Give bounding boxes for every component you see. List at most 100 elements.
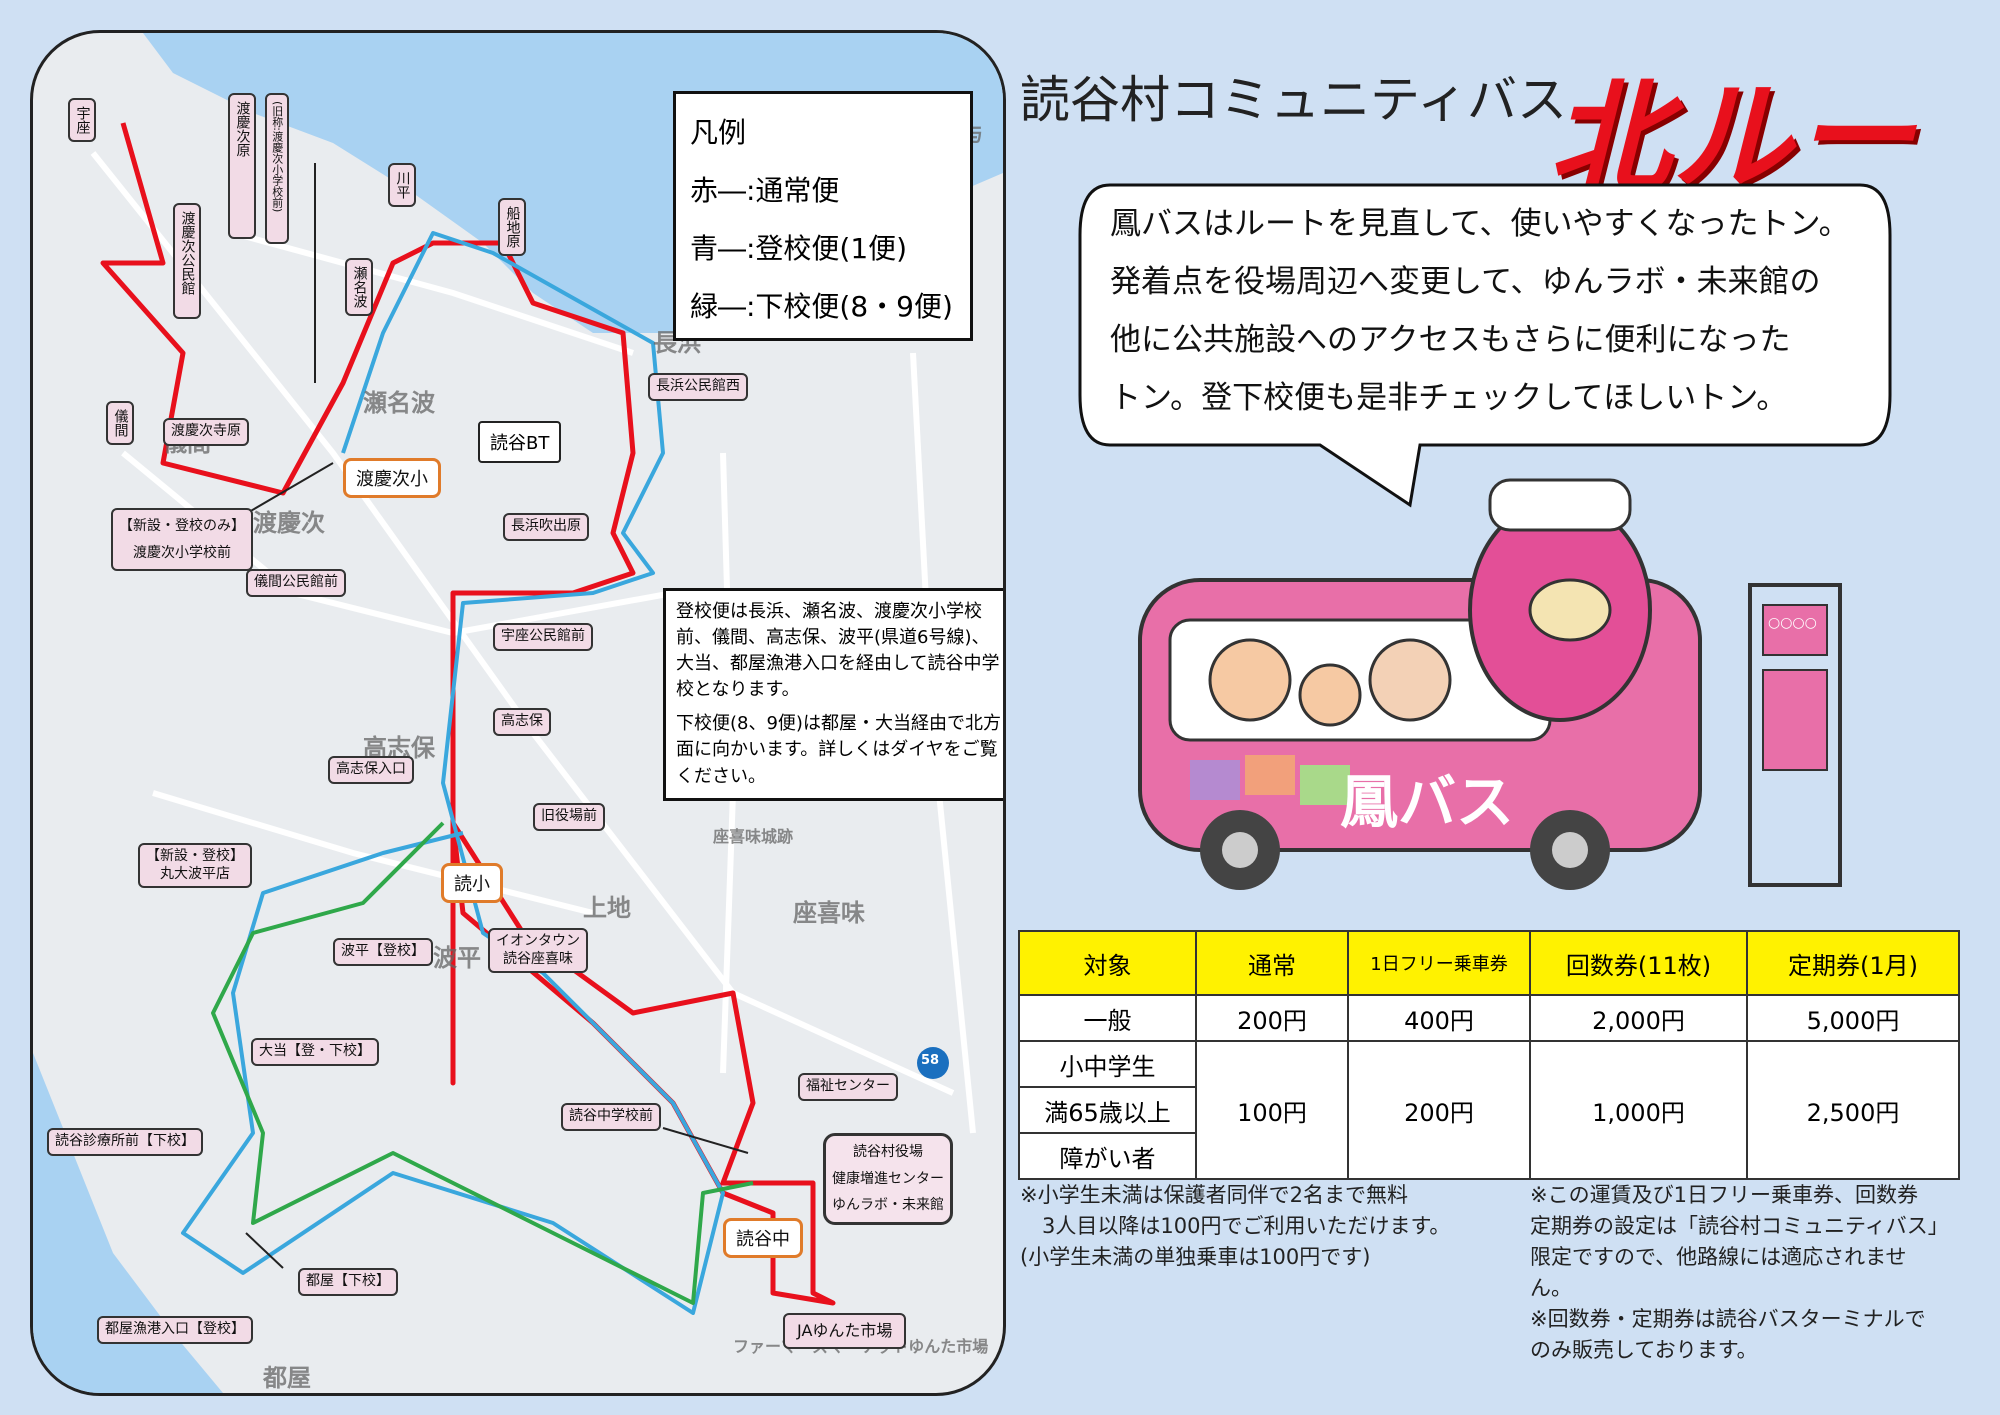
sea-area-west — [33, 1053, 223, 1393]
stop-tuya-gyoko: 都屋漁港入口【登校】 — [97, 1316, 253, 1344]
place-hanza: 波平 — [433, 944, 481, 972]
fare-label: 満65歳以上 — [1018, 1086, 1197, 1134]
footnote-line: ※回数券・定期券は読谷バスターミナルで — [1530, 1307, 1926, 1331]
fare-cell: 1,000円 — [1529, 1040, 1748, 1180]
stop-tuya: 都屋【下校】 — [298, 1268, 398, 1296]
fare-header: 定期券(1月) — [1746, 930, 1960, 996]
route-blue — [181, 231, 725, 1315]
footnote-line: (小学生未満の単独乗車は100円です) — [1020, 1245, 1371, 1269]
bus-brand: 鳳バス — [1340, 768, 1515, 836]
speech-line: 他に公共施設へのアクセスもさらに便利になった — [1110, 322, 1791, 358]
fare-row: 小中学生 100円 200円 1,000円 2,500円 — [1018, 1040, 1960, 1180]
footnote-line: ※この運賃及び1日フリー乗車券、回数券 — [1530, 1183, 1918, 1207]
place-senaha: 瀬名波 — [363, 389, 435, 417]
hub-yomisho: 読小 — [441, 863, 503, 903]
place-uechi: 上地 — [583, 894, 631, 922]
stop-takashiho-iri: 高志保入口 — [328, 756, 414, 784]
footnote-line: のみ販売しております。 — [1530, 1338, 1758, 1362]
stop-aeon-line1: イオンタウン — [496, 933, 580, 949]
legend-title: 凡例 — [690, 116, 747, 149]
fare-header: 回数券(11枚) — [1529, 930, 1748, 996]
stop-aeon-line2: 読谷座喜味 — [503, 950, 573, 967]
route-note: 登校便は長浜、瀬名波、渡慶次小学校前、儀間、高志保、波平(県道6号線)、大当、都… — [663, 588, 1003, 801]
stop-kyu-yakuba: 旧役場前 — [533, 803, 605, 831]
stop-shinryo: 読谷診療所前【下校】 — [47, 1128, 203, 1156]
speech-line: 発着点を役場周辺へ変更して、ゆんラボ・未来館の — [1110, 264, 1821, 300]
fare-cell: 100円 — [1195, 1040, 1349, 1180]
stop-takashiho: 高志保 — [493, 708, 551, 736]
speech-bubble — [1078, 183, 1892, 508]
fare-header: 対象 — [1018, 930, 1197, 996]
fare-cell: 2,000円 — [1529, 994, 1748, 1042]
speech-line: トン。登下校便も是非チェックしてほしいトン。 — [1110, 380, 1788, 416]
stop-yakuba: 読谷村役場 健康増進センター ゆんラボ・未来館 — [823, 1133, 953, 1225]
fare-header: 1日フリー乗車券 — [1347, 930, 1531, 996]
legend-blue: 青―:登校便(1便) — [690, 232, 908, 265]
route-note-p1: 登校便は長浜、瀬名波、渡慶次小学校前、儀間、高志保、波平(県道6号線)、大当、都… — [676, 601, 1000, 701]
stop-aeon: イオンタウン 読谷座喜味 — [488, 928, 588, 973]
legend-green: 緑―:下校便(8・9便) — [690, 290, 953, 323]
stop-yakuba-line2: 健康増進センター — [832, 1170, 944, 1187]
route58-label: 58 — [921, 1053, 940, 1068]
stop-hanza: 波平【登校】 — [333, 938, 433, 966]
stop-new-name: 渡慶次小学校前 — [133, 544, 231, 561]
fare-label: 小中学生 — [1018, 1040, 1197, 1088]
hub-tokeshi-sho: 渡慶次小 — [343, 458, 441, 498]
map-legend: 凡例 赤―:通常便 青―:登校便(1便) 緑―:下校便(8・9便) — [673, 91, 973, 341]
fare-label: 障がい者 — [1018, 1132, 1197, 1180]
route-note-p2: 下校便(8、9便)は都屋・大当経由で北方面に向かいます。詳しくはダイヤをご覧くだ… — [676, 713, 1001, 787]
page-title: 読谷村コミュニティバス — [1020, 71, 1567, 129]
stop-sena: 瀬名波 — [345, 258, 373, 316]
stop-ja: JAゆんた市場 — [783, 1313, 907, 1349]
footnote-line: ※小学生未満は保護者同伴で2名まで無料 — [1020, 1183, 1408, 1207]
fare-header: 通常 — [1195, 930, 1349, 996]
fare-row: 一般 200円 400円 2,000円 5,000円 — [1018, 994, 1960, 1042]
fare-row: 障がい者 — [1018, 1132, 1959, 1180]
speech-text: 鳳バスはルートを見直して、使いやすくなったトン。 発着点を役場周辺へ変更して、ゆ… — [1110, 195, 1880, 427]
stop-new-tag: 【新設・登校のみ】 — [119, 518, 245, 534]
stop-fukushi: 福祉センター — [798, 1073, 898, 1101]
stop-marudai-tag: 【新設・登校】 — [146, 848, 244, 864]
stop-kawahira: 川平 — [388, 163, 416, 207]
stop-funaji: 船地原 — [498, 198, 526, 256]
stop-uza-pb: 宇座公民館前 — [493, 623, 593, 651]
place-tokeshi: 渡慶次 — [253, 509, 325, 537]
stop-tokeshi-note: (旧称:渡慶次小学校前) — [265, 93, 289, 244]
hub-yomitan-bt: 読谷BT — [478, 421, 562, 463]
fare-header-row: 対象 通常 1日フリー乗車券 回数券(11枚) 定期券(1月) — [1018, 930, 1960, 996]
fare-cell: 2,500円 — [1746, 1040, 1960, 1180]
footnote-line: ん。 — [1530, 1276, 1572, 1300]
stop-new-tokeshi: 【新設・登校のみ】 渡慶次小学校前 — [111, 508, 253, 572]
place-zakimi-castle: 座喜味城跡 — [713, 827, 794, 846]
footnote-line: 定期券の設定は「読谷村コミュニティバス」 — [1530, 1214, 1949, 1238]
footnote-right: ※この運賃及び1日フリー乗車券、回数券 定期券の設定は「読谷村コミュニティバス」… — [1530, 1180, 1970, 1366]
fare-cell: 200円 — [1195, 994, 1349, 1042]
place-tuya: 都屋 — [263, 1364, 311, 1392]
stop-tokeshi-tera: 渡慶次寺原 — [163, 418, 249, 446]
stop-marudai-name: 丸大波平店 — [160, 865, 230, 882]
stop-tokeshi-pb: 渡慶次公民館 — [173, 203, 201, 319]
stop-marudai: 【新設・登校】 丸大波平店 — [138, 843, 252, 888]
stop-yakuba-line3: ゆんラボ・未来館 — [832, 1197, 944, 1214]
fare-cell: 200円 — [1347, 1040, 1531, 1180]
footnote-line: 3人目以降は100円でご利用いただけます。 — [1042, 1214, 1451, 1238]
route-map: 瀬名波 渡慶次 儀間 高志保 波平 上地 座喜味 都屋 座喜味城跡 長浜 ファー… — [30, 30, 1006, 1396]
footnote-left: ※小学生未満は保護者同伴で2名まで無料 3人目以降は100円でご利用いただけます… — [1020, 1180, 1520, 1273]
fare-label: 一般 — [1018, 994, 1197, 1042]
stop-nagahama-pb: 長浜公民館西 — [648, 373, 748, 401]
legend-red: 赤―:通常便 — [690, 174, 840, 207]
stop-ohto: 大当【登・下校】 — [251, 1038, 379, 1066]
stop-yakuba-line1: 読谷村役場 — [853, 1144, 923, 1160]
route-green — [211, 821, 754, 1305]
fare-table: 対象 通常 1日フリー乗車券 回数券(11枚) 定期券(1月) 一般 200円 … — [1018, 930, 1960, 1180]
route58-badge — [917, 1047, 949, 1079]
fare-cell: 5,000円 — [1746, 994, 1960, 1042]
stop-nagahama-fuki: 長浜吹出原 — [503, 513, 589, 541]
stop-gima: 儀間 — [106, 401, 134, 445]
bus-illustration — [1138, 478, 1842, 890]
fare-row: 満65歳以上 — [1018, 1086, 1959, 1134]
stop-yomichu: 読谷中学校前 — [561, 1103, 661, 1131]
bus-stop-sign: ○○○○ — [1768, 615, 1817, 631]
speech-line: 鳳バスはルートを見直して、使いやすくなったトン。 — [1110, 206, 1850, 242]
stop-gima-pb: 儀間公民館前 — [246, 569, 346, 597]
